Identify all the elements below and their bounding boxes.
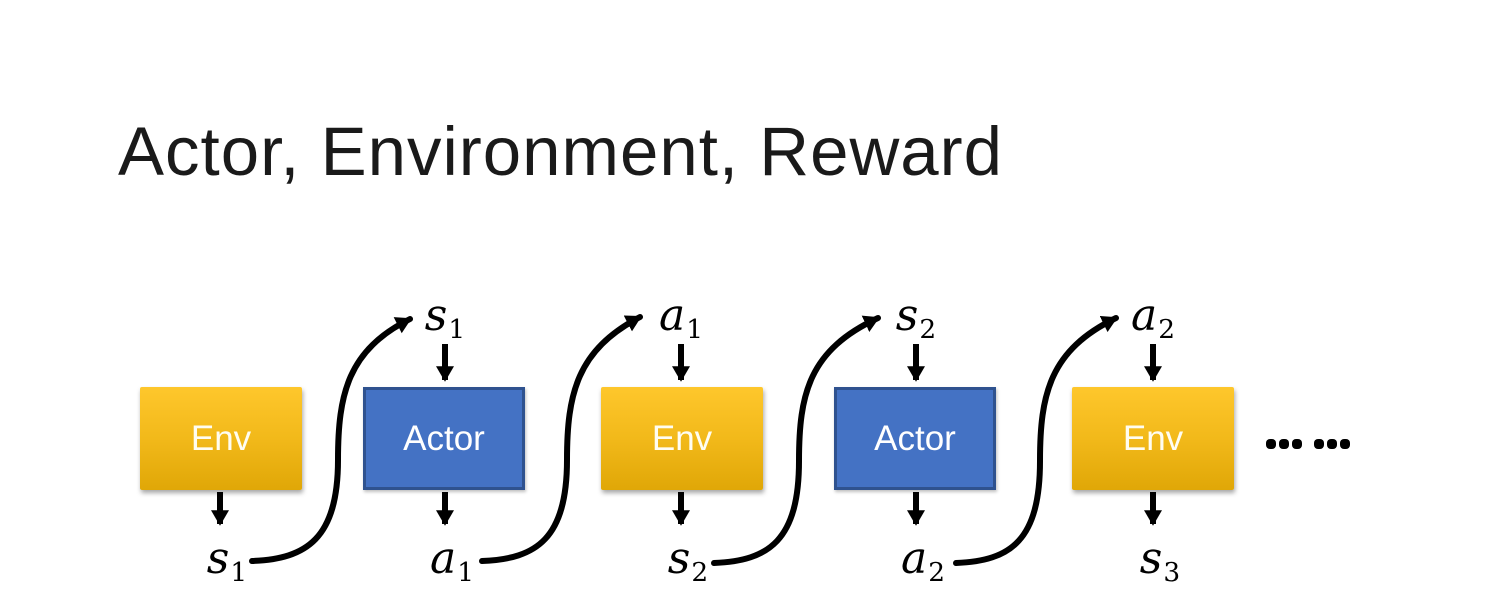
env-box-2-label: Env (651, 418, 713, 458)
actor-box-1-label: Actor (403, 418, 485, 458)
actor-box-2-label: Actor (874, 418, 956, 458)
curve-arrow-a1 (479, 314, 643, 564)
dot (1279, 439, 1289, 449)
dot (1327, 439, 1337, 449)
label-a1-bottom: a1 (429, 533, 475, 588)
label-a1-top: a1 (658, 290, 704, 345)
label-a2-bottom: a2 (900, 533, 946, 588)
label-a2-top: a2 (1130, 290, 1176, 345)
curve-arrow-s1 (249, 316, 413, 564)
env-box-3-label: Env (1122, 418, 1184, 458)
page-title: Actor, Environment, Reward (118, 113, 1004, 190)
label-s2-bottom: s2 (667, 533, 709, 588)
curve-arrow-s2 (711, 315, 881, 566)
actor-box-1: Actor (363, 387, 525, 490)
label-s3-bottom: s3 (1139, 533, 1181, 588)
dot (1340, 439, 1350, 449)
label-s2-top: s2 (895, 290, 937, 345)
curve-arrow-a2 (953, 315, 1119, 566)
dot (1292, 439, 1302, 449)
dot (1314, 439, 1324, 449)
label-s1-bottom: s1 (206, 533, 248, 588)
env-box-1: Env (140, 387, 302, 490)
actor-box-2: Actor (834, 387, 996, 490)
dot (1266, 439, 1276, 449)
env-box-2: Env (601, 387, 763, 490)
env-box-3: Env (1072, 387, 1234, 490)
label-s1-top: s1 (424, 290, 466, 345)
ellipsis-icon (1266, 439, 1350, 449)
env-box-1-label: Env (190, 418, 252, 458)
